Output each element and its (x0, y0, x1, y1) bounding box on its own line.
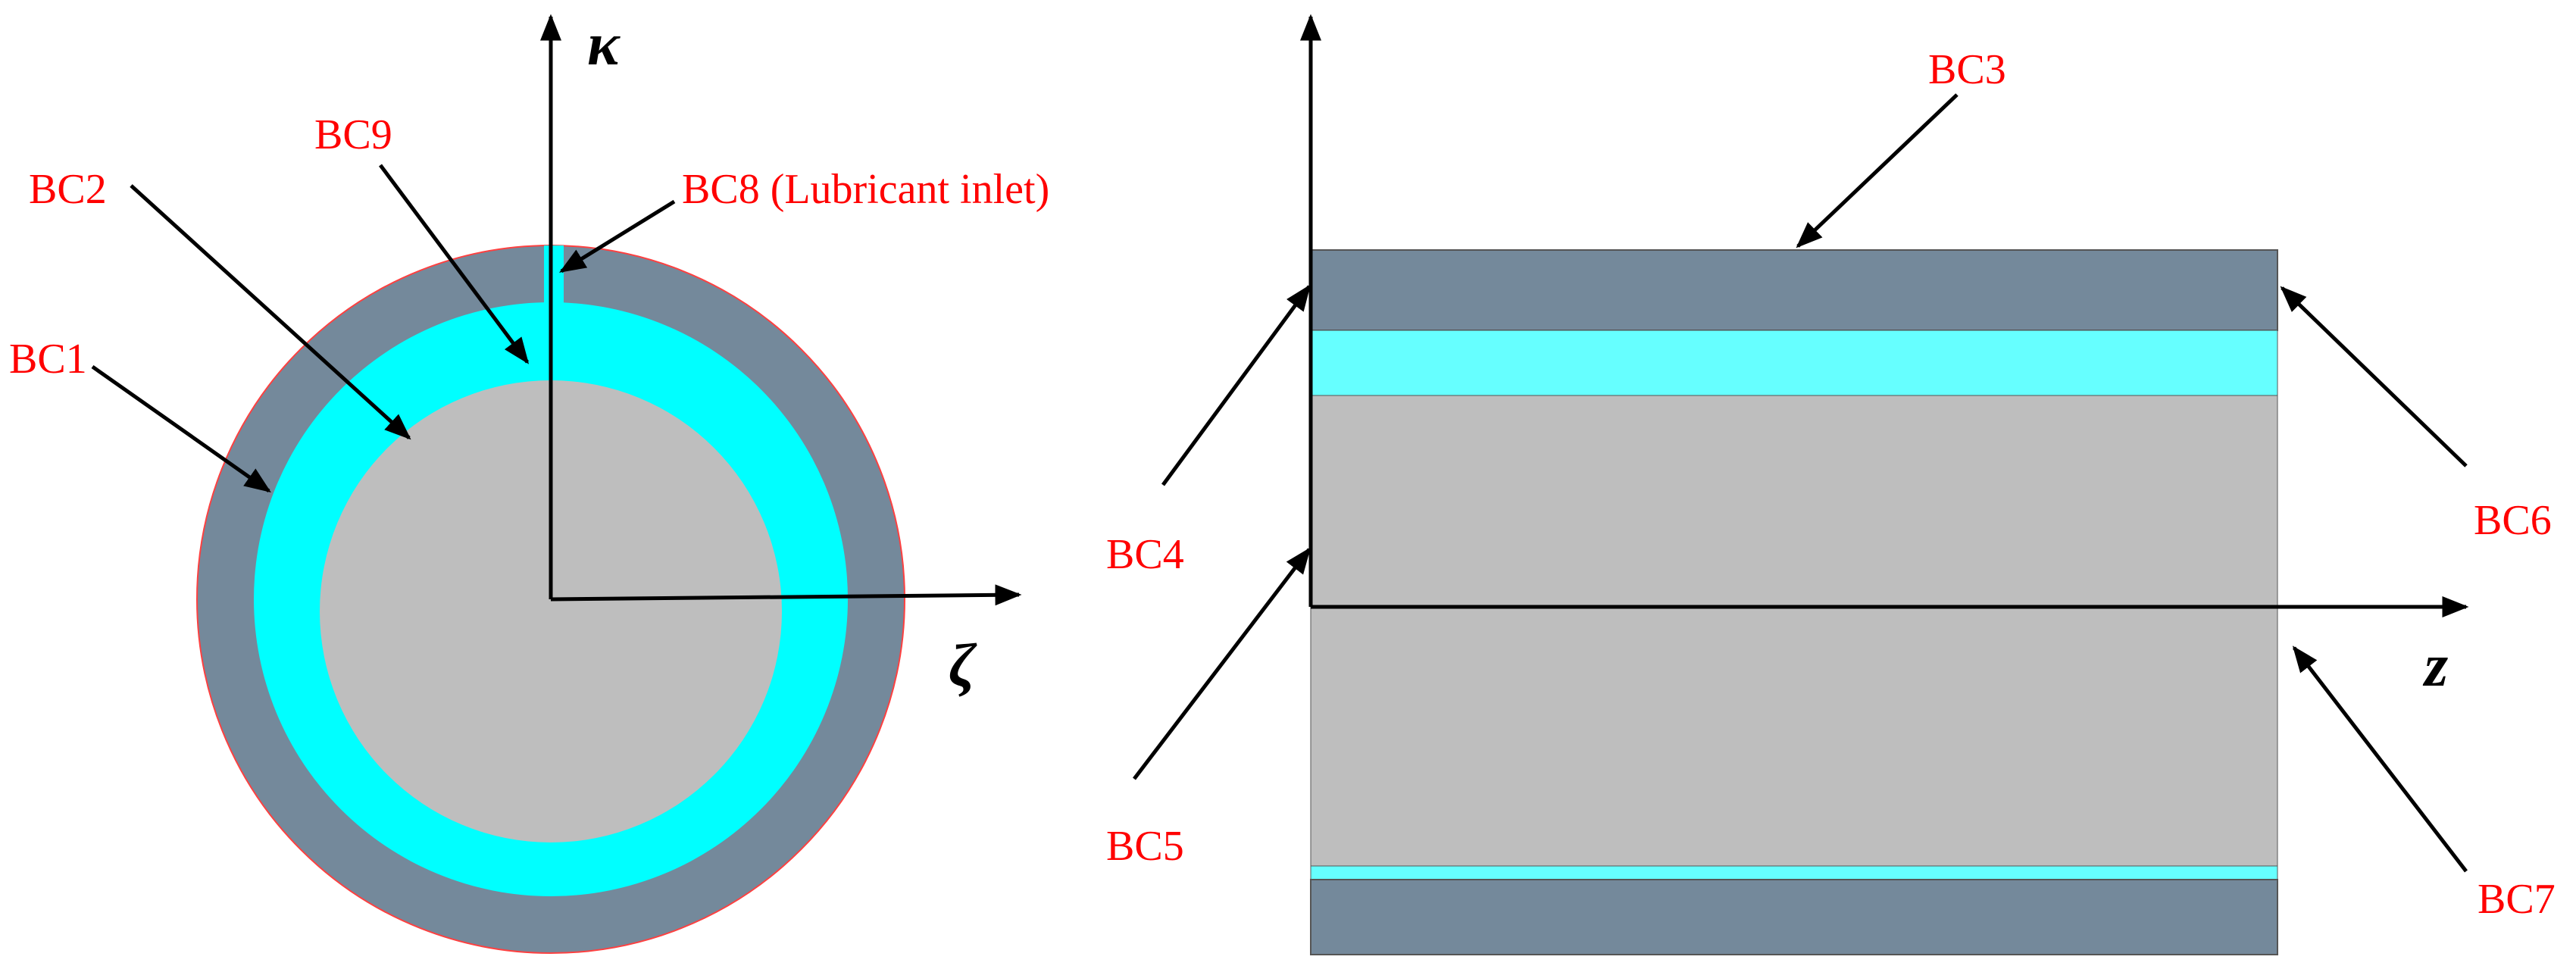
bc1-leader (91, 364, 271, 493)
bc5-label: BC5 (1106, 823, 1184, 870)
lubricant-film-top (1310, 330, 2278, 396)
bc4-leader (1161, 284, 1311, 486)
bc8-leader (559, 199, 676, 274)
bc2-label: BC2 (29, 166, 107, 213)
bc9-label: BC9 (314, 111, 392, 158)
bc4-label: BC4 (1106, 531, 1184, 578)
z-axis-label: z (2422, 633, 2448, 699)
longitudinal-section-diagram: z BC3 BC4 BC5 BC6 BC7 (1106, 14, 2556, 955)
zeta-axis-label: ζ (949, 633, 977, 699)
kappa-axis-label: κ (587, 11, 621, 78)
shaft-disk (320, 380, 782, 842)
cross-section-diagram: κ ζ BC1 BC2 BC9 BC8 (Lubricant inlet) (9, 11, 1049, 954)
bc2-leader (130, 184, 411, 440)
bc3-leader (1796, 93, 1959, 249)
housing-bottom (1310, 879, 2278, 955)
bc7-leader (2292, 645, 2468, 873)
bc6-label: BC6 (2474, 497, 2552, 544)
bc9-leader (378, 164, 530, 364)
housing-top (1310, 249, 2278, 331)
bc7-label: BC7 (2478, 876, 2556, 923)
bc5-leader (1133, 547, 1311, 780)
bc6-leader (2280, 286, 2468, 467)
bc8-label: BC8 (Lubricant inlet) (682, 166, 1049, 213)
lubricant-film-bottom (1310, 865, 2278, 880)
shaft-upper (1310, 395, 2278, 608)
lubricant-inlet-channel (544, 245, 564, 306)
bc3-label: BC3 (1928, 46, 2006, 93)
shaft-lower (1310, 606, 2278, 867)
bc1-label: BC1 (9, 336, 87, 383)
zeta-axis (550, 584, 1022, 606)
